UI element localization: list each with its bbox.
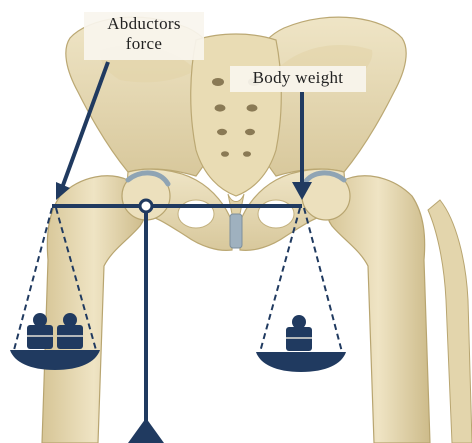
- right-pan: [256, 352, 346, 372]
- abductors-label-line1: Abductors: [84, 14, 204, 34]
- right-pan-weight-1: [286, 315, 312, 351]
- pubic-symphysis: [230, 214, 242, 248]
- sacrum: [191, 34, 282, 196]
- abductors-force-label: Abductors force: [84, 12, 204, 60]
- stacked-cylinder-weight-icon: [63, 313, 77, 327]
- abductors-label-line2: force: [84, 34, 204, 54]
- right-femur: [302, 172, 472, 443]
- stacked-cylinder-weight-icon: [33, 313, 47, 327]
- stacked-cylinder-weight-icon: [292, 315, 306, 329]
- left-femur: [42, 172, 170, 443]
- triangle-fulcrum-icon: [128, 418, 164, 443]
- pivot-point: [140, 200, 152, 212]
- body-weight-label: Body weight: [230, 66, 366, 92]
